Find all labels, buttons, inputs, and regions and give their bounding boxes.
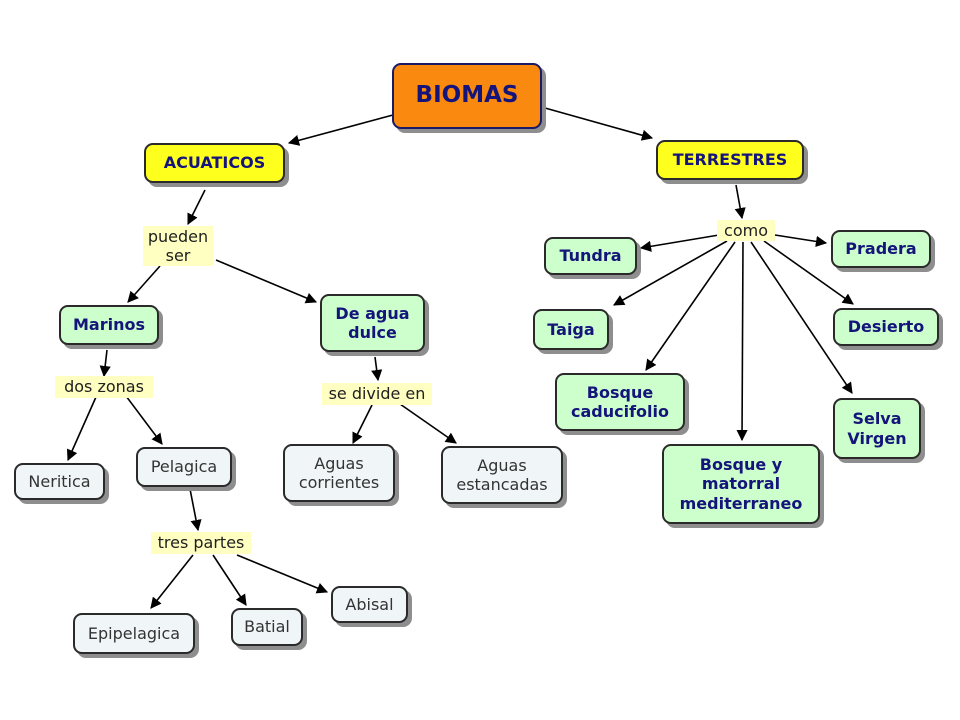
concept-pradera[interactable]: Pradera [831, 230, 931, 268]
arrow-tres-partes-epipelagica [150, 554, 194, 609]
arrow-terrestres-como [734, 184, 746, 220]
concept-neritica[interactable]: Neritica [14, 463, 105, 500]
concept-terrestres[interactable]: TERRESTRES [656, 140, 804, 180]
concept-aguas-corrientes[interactable]: Aguas corrientes [283, 444, 395, 502]
arrow-como-desierto [763, 240, 854, 305]
arrow-pelagica-tres-partes [189, 488, 202, 532]
concept-bosque-matorral[interactable]: Bosque y matorral mediterraneo [662, 444, 820, 524]
link-se-divide-en: se divide en [322, 383, 432, 405]
arrow-dos-zonas-neritica [66, 396, 97, 462]
arrow-como-selva-virgen [750, 241, 853, 394]
concept-acuaticos[interactable]: ACUATICOS [144, 143, 285, 183]
concept-epipelagica[interactable]: Epipelagica [73, 613, 195, 654]
concept-desierto[interactable]: Desierto [833, 308, 939, 346]
concept-biomas[interactable]: BIOMAS [392, 63, 542, 129]
arrow-pueden-ser-marinos [127, 265, 161, 303]
arrow-como-tundra [639, 234, 720, 252]
concept-taiga[interactable]: Taiga [533, 309, 609, 350]
arrow-marinos-dos-zonas [99, 349, 111, 378]
concept-agua-dulce[interactable]: De agua dulce [320, 294, 425, 352]
arrow-dos-zonas-pelagica [125, 395, 163, 445]
arrow-se-divide-corrientes [352, 404, 373, 445]
arrow-se-divide-estancadas [399, 403, 457, 444]
link-pueden-ser: pueden ser [143, 226, 213, 266]
link-dos-zonas: dos zonas [55, 376, 153, 398]
concept-marinos[interactable]: Marinos [59, 305, 159, 345]
arrow-biomas-acuaticos [287, 114, 394, 146]
arrow-biomas-terrestres [544, 107, 654, 141]
arrow-tres-partes-abisal [236, 554, 329, 594]
arrow-como-bosque-caducifolio [645, 241, 736, 371]
arrow-como-bosque-matorral [736, 241, 748, 442]
concept-abisal[interactable]: Abisal [331, 586, 408, 623]
arrow-agua-dulce-se-divide [371, 356, 383, 382]
arrow-como-pradera [774, 234, 828, 247]
link-tres-partes: tres partes [151, 532, 251, 554]
concept-pelagica[interactable]: Pelagica [136, 447, 232, 487]
arrow-pueden-ser-agua-dulce [215, 259, 318, 304]
concept-selva-virgen[interactable]: Selva Virgen [833, 398, 921, 459]
concept-tundra[interactable]: Tundra [544, 237, 637, 275]
arrow-acuaticos-pueden-ser [187, 189, 206, 226]
concept-aguas-estancadas[interactable]: Aguas estancadas [441, 446, 563, 504]
concept-batial[interactable]: Batial [231, 608, 303, 646]
link-como: como [717, 220, 775, 241]
arrow-tres-partes-batial [212, 554, 247, 606]
arrow-como-taiga [613, 240, 728, 306]
concept-bosque-caducifolio[interactable]: Bosque caducifolio [555, 373, 685, 431]
